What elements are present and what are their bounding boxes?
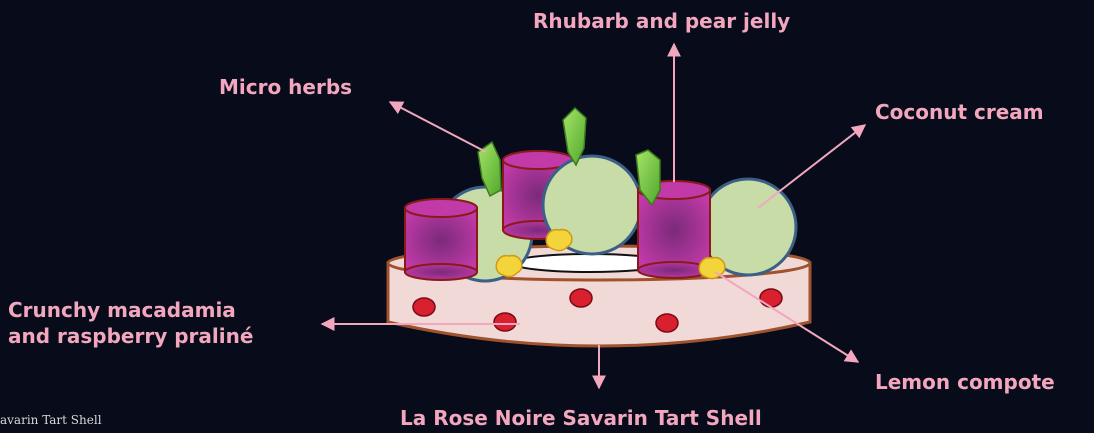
label-lemon-compote: Lemon compote bbox=[875, 369, 1055, 395]
label-coconut-cream: Coconut cream bbox=[875, 99, 1044, 125]
label-praline: Crunchy macadamia and raspberry praliné bbox=[8, 297, 253, 349]
label-micro-herbs: Micro herbs bbox=[219, 74, 352, 100]
jelly-cylinder bbox=[405, 199, 477, 280]
label-tart-shell: La Rose Noire Savarin Tart Shell bbox=[400, 405, 762, 431]
raspberry-dot bbox=[570, 289, 592, 307]
arrow-coconut-cream bbox=[758, 125, 865, 208]
label-praline-line2: and raspberry praliné bbox=[8, 323, 253, 349]
raspberry-dot bbox=[494, 313, 516, 331]
label-praline-line1: Crunchy macadamia bbox=[8, 297, 253, 323]
cropped-caption: avarin Tart Shell bbox=[0, 413, 102, 427]
raspberry-dot bbox=[760, 289, 782, 307]
raspberry-dot bbox=[413, 298, 435, 316]
arrow-micro-herbs bbox=[390, 102, 486, 152]
raspberry-dot bbox=[656, 314, 678, 332]
label-rhubarb-pear-jelly: Rhubarb and pear jelly bbox=[533, 8, 790, 34]
